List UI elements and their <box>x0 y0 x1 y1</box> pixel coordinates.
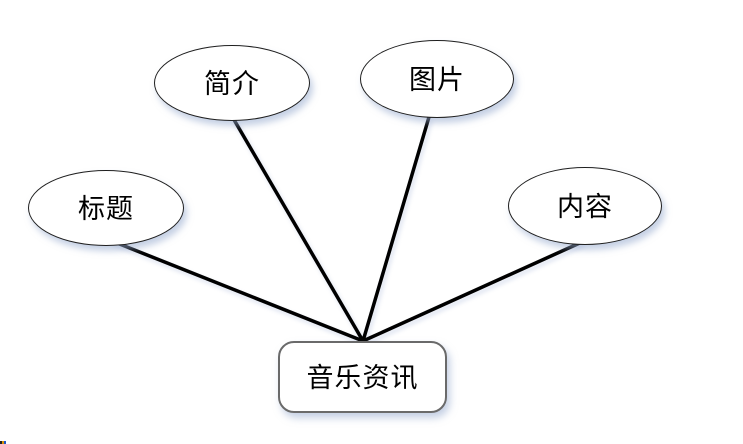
node-content-label: 内容 <box>557 191 613 223</box>
edge-intro-to-music-info <box>231 117 365 342</box>
corner-pixel <box>0 441 2 444</box>
corner-pixel-artifact <box>0 441 6 444</box>
node-content: 内容 <box>508 167 662 245</box>
node-title-label: 标题 <box>78 193 134 225</box>
node-image-label: 图片 <box>409 64 465 96</box>
corner-pixel <box>2 441 4 444</box>
node-music-info-label: 音乐资讯 <box>306 362 419 394</box>
node-intro: 简介 <box>154 45 310 121</box>
edge-content-to-music-info <box>362 240 583 343</box>
edge-image-to-music-info <box>361 116 431 342</box>
edge-title-to-music-info <box>111 239 364 343</box>
node-title: 标题 <box>28 170 184 246</box>
corner-pixel <box>4 441 6 444</box>
node-intro-label: 简介 <box>204 68 260 100</box>
node-image: 图片 <box>360 40 514 118</box>
node-music-info: 音乐资讯 <box>278 341 447 413</box>
